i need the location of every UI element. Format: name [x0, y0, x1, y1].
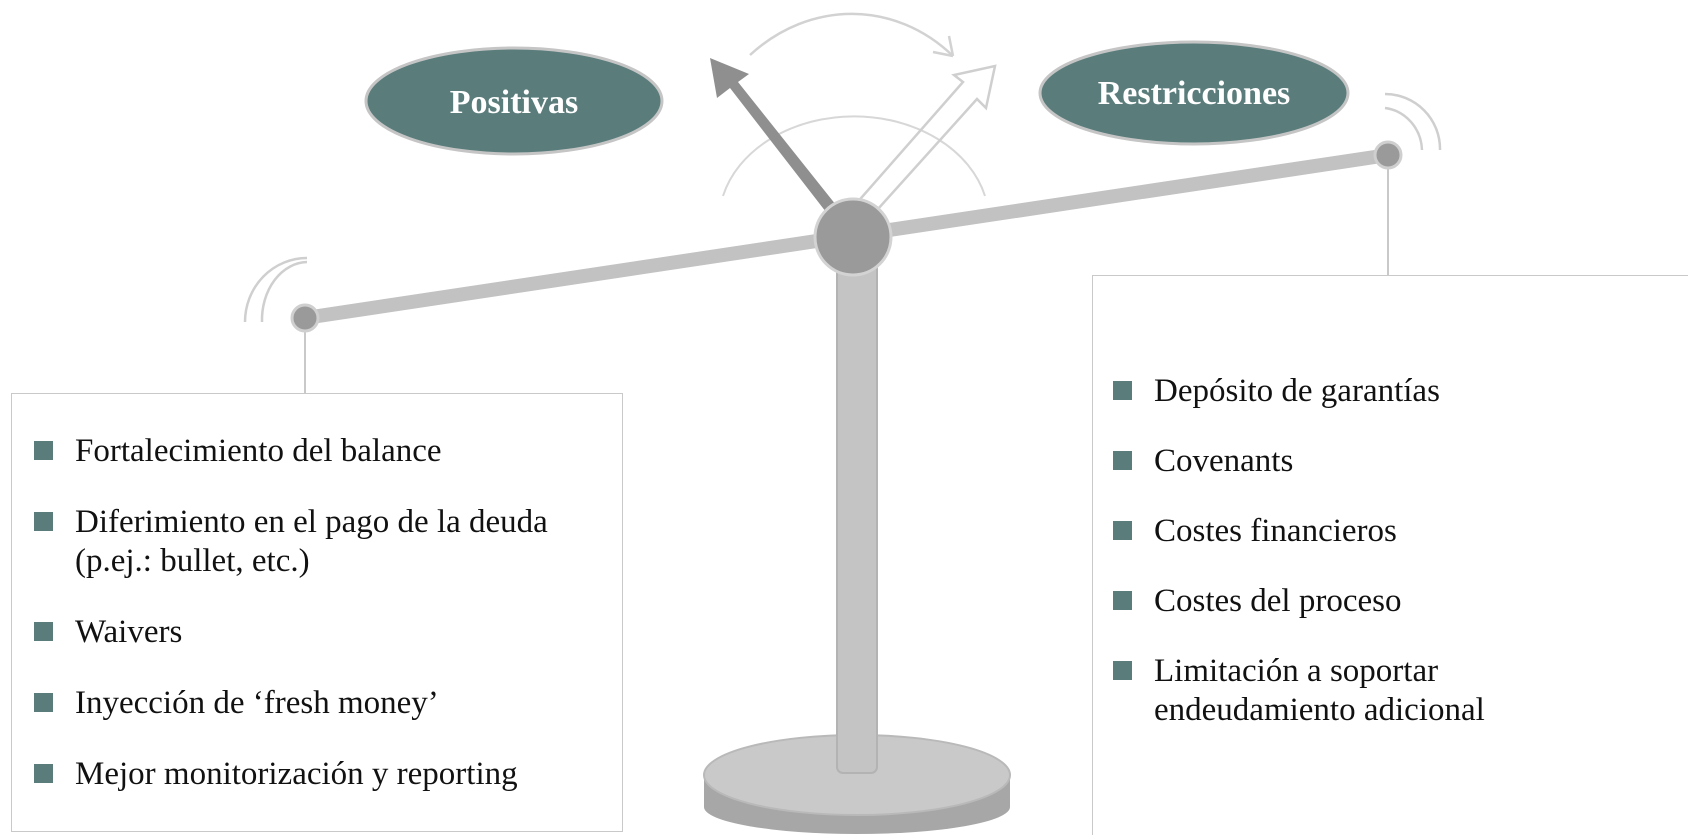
list-item-text: Depósito de garantías: [1154, 373, 1440, 409]
list-item-text: Fortalecimiento del balance: [75, 433, 442, 469]
scale-pole: [836, 254, 878, 774]
motion-arc-icon: [243, 92, 1442, 323]
list-item: Waivers: [34, 613, 622, 652]
scale-base: [703, 734, 1011, 834]
list-item-text: Waivers: [75, 614, 183, 650]
positivas-label: Positivas: [449, 84, 579, 121]
list-item-text: Covenants: [1154, 443, 1294, 479]
list-item-text: Mejor monitorización y reporting: [75, 756, 518, 792]
list-item-text: Diferimiento en el pago de la deuda: [75, 504, 548, 540]
list-item: Costes del proceso: [1113, 582, 1688, 621]
square-bullet-icon: [1113, 381, 1132, 400]
square-bullet-icon: [1113, 521, 1132, 540]
restricciones-label: Restricciones: [1097, 75, 1291, 112]
list-item: Inyección de ‘fresh money’: [34, 684, 622, 723]
square-bullet-icon: [34, 693, 53, 712]
square-bullet-icon: [1113, 451, 1132, 470]
list-item: Mejor monitorización y reporting: [34, 755, 622, 794]
positivas-panel: Fortalecimiento del balance Diferimiento…: [11, 393, 623, 832]
square-bullet-icon: [1113, 661, 1132, 680]
list-item-text-line2: endeudamiento adicional: [1154, 692, 1485, 728]
left-beam-end: [290, 303, 320, 333]
list-item: Depósito de garantías: [1113, 372, 1688, 411]
square-bullet-icon: [34, 764, 53, 783]
square-bullet-icon: [34, 622, 53, 641]
square-bullet-icon: [34, 441, 53, 460]
positivas-ellipse: [364, 46, 664, 156]
swing-arc: [722, 115, 986, 197]
square-bullet-icon: [34, 512, 53, 531]
dark-arrow-icon: [710, 58, 836, 212]
list-item: Costes financieros: [1113, 512, 1688, 551]
outline-arrow-icon: [853, 64, 997, 221]
list-item: Limitación a soportar endeudamiento adic…: [1113, 652, 1688, 730]
square-bullet-icon: [1113, 591, 1132, 610]
right-beam-end: [1373, 140, 1403, 170]
list-item: Covenants: [1113, 442, 1688, 481]
list-item-text: Costes del proceso: [1154, 583, 1402, 619]
list-item-text: Costes financieros: [1154, 513, 1397, 549]
list-item-text-line2: (p.ej.: bullet, etc.): [75, 543, 310, 579]
list-item-text: Limitación a soportar: [1154, 653, 1439, 689]
scale-pivot: [813, 197, 893, 277]
curved-arrow-icon: [749, 12, 955, 58]
list-item: Diferimiento en el pago de la deuda (p.e…: [34, 503, 622, 581]
restricciones-ellipse: [1038, 40, 1350, 146]
restricciones-panel: Depósito de garantías Covenants Costes f…: [1092, 275, 1688, 835]
list-item: Fortalecimiento del balance: [34, 432, 622, 471]
list-item-text: Inyección de ‘fresh money’: [75, 685, 439, 721]
